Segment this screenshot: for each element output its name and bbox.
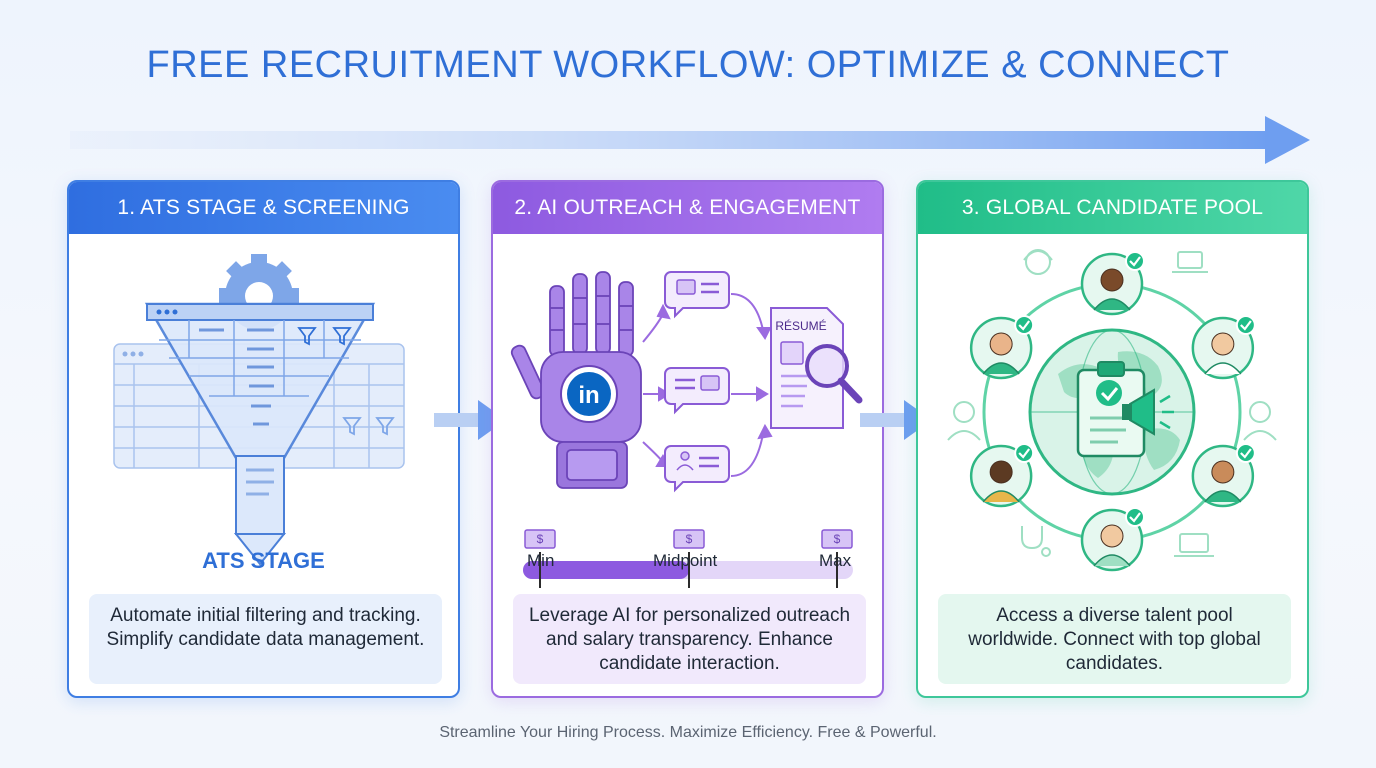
candidate-avatar-icon xyxy=(1191,443,1256,508)
magnifier-icon xyxy=(805,344,863,404)
card-ats-stage: 1. ATS STAGE & SCREENING xyxy=(67,180,460,698)
ats-stage-label: ATS STAGE xyxy=(202,548,325,573)
global-pool-illustration xyxy=(947,249,1277,572)
candidate-avatar-icon xyxy=(969,443,1035,508)
money-icon xyxy=(524,529,853,549)
card-header: 2. AI OUTREACH & ENGAGEMENT xyxy=(493,182,882,234)
ai-outreach-illustration: in RÉSUMÉ xyxy=(510,271,863,588)
card-header: 3. GLOBAL CANDIDATE POOL xyxy=(918,182,1307,234)
funnel-icon xyxy=(144,302,376,566)
svg-text:$: $ xyxy=(537,532,544,546)
card-description: Leverage AI for personalized outreach an… xyxy=(513,594,866,684)
ats-illustration xyxy=(113,254,405,566)
candidate-avatar-icon xyxy=(1080,507,1145,572)
card-header: 1. ATS STAGE & SCREENING xyxy=(69,182,458,234)
candidate-avatar-icon xyxy=(1080,251,1145,316)
card-ai-outreach: 2. AI OUTREACH & ENGAGEMENT in xyxy=(491,180,884,698)
svg-text:RÉSUMÉ: RÉSUMÉ xyxy=(775,318,826,333)
salary-max-label: Max xyxy=(819,551,852,570)
card-global-pool: 3. GLOBAL CANDIDATE POOL xyxy=(916,180,1309,698)
linkedin-icon: in xyxy=(560,365,618,423)
laptop-icon xyxy=(1172,251,1214,557)
candidate-avatar-icon xyxy=(969,315,1035,380)
svg-text:$: $ xyxy=(834,532,841,546)
stethoscope-icon xyxy=(1021,526,1051,557)
salary-min-label: Min xyxy=(527,551,555,570)
page-title: FREE RECRUITMENT WORKFLOW: OPTIMIZE & CO… xyxy=(146,44,1230,86)
workflow-arrow xyxy=(70,116,1310,164)
filter-icon xyxy=(297,327,395,436)
candidate-avatars xyxy=(969,251,1256,572)
salary-range-bar xyxy=(523,552,853,588)
card-description: Access a diverse talent pool worldwide. … xyxy=(938,594,1291,684)
megaphone-icon xyxy=(1122,388,1174,436)
hard-hat-icon xyxy=(947,249,1277,441)
salary-mid-label: Midpoint xyxy=(653,551,718,570)
candidate-avatar-icon xyxy=(1191,315,1256,380)
card-description: Automate initial filtering and tracking.… xyxy=(89,594,442,684)
footer-tagline: Streamline Your Hiring Process. Maximize… xyxy=(439,724,937,741)
svg-text:in: in xyxy=(578,382,599,409)
svg-text:$: $ xyxy=(686,532,693,546)
clipboard-icon xyxy=(1076,361,1146,458)
